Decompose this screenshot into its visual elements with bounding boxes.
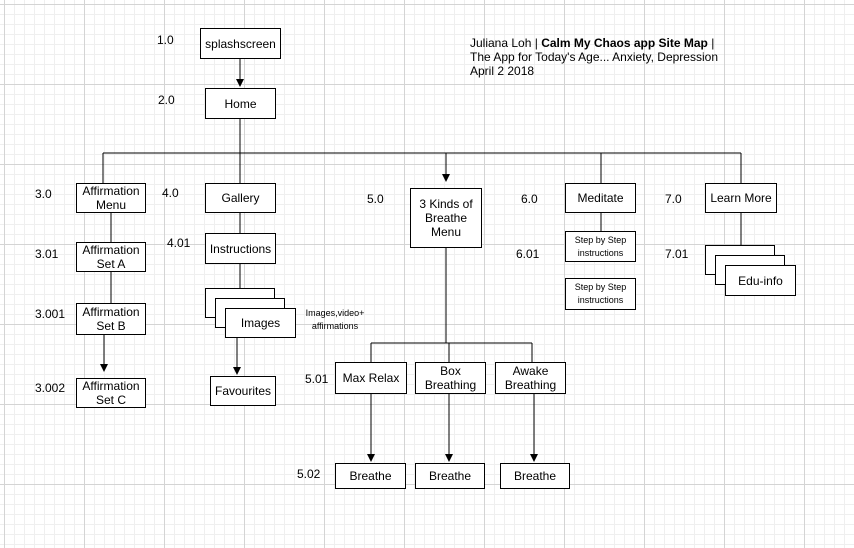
node-step-instructions-2[interactable]: Step by Step instructions xyxy=(565,278,636,310)
node-max-relax[interactable]: Max Relax xyxy=(335,362,407,394)
num-2-0: 2.0 xyxy=(158,93,175,107)
diagram-title: Juliana Loh | Calm My Chaos app Site Map… xyxy=(470,36,718,78)
node-learn-more[interactable]: Learn More xyxy=(705,183,777,213)
node-breathe-awake[interactable]: Breathe xyxy=(500,463,570,489)
num-7-01: 7.01 xyxy=(665,247,689,261)
num-5-01: 5.01 xyxy=(305,372,329,386)
node-images[interactable]: Images xyxy=(225,308,296,338)
node-awake-breathing[interactable]: Awake Breathing xyxy=(495,362,566,394)
node-breathe-box[interactable]: Breathe xyxy=(415,463,485,489)
node-home[interactable]: Home xyxy=(205,88,276,119)
num-5-02: 5.02 xyxy=(297,467,321,481)
node-step-instructions-1[interactable]: Step by Step instructions xyxy=(565,231,636,262)
num-3-01: 3.01 xyxy=(35,247,59,261)
num-4-0: 4.0 xyxy=(162,186,179,200)
node-edu-info[interactable]: Edu-info xyxy=(725,265,796,296)
title-separator: | xyxy=(531,36,542,50)
node-instructions[interactable]: Instructions xyxy=(205,233,276,264)
num-7-0: 7.0 xyxy=(665,192,682,206)
title-separator-end: | xyxy=(707,36,715,50)
node-splashscreen[interactable]: splashscreen xyxy=(200,28,281,59)
title-subtitle: The App for Today's Age... Anxiety, Depr… xyxy=(470,50,718,64)
node-affirmation-set-a[interactable]: Affirmation Set A xyxy=(76,242,146,272)
title-date: April 2 2018 xyxy=(470,64,535,78)
num-5-0: 5.0 xyxy=(367,192,384,206)
title-author: Juliana Loh xyxy=(470,36,532,50)
num-3-0: 3.0 xyxy=(35,187,52,201)
num-4-01: 4.01 xyxy=(167,236,191,250)
title-site-map: Calm My Chaos app Site Map xyxy=(541,36,708,50)
node-box-breathing[interactable]: Box Breathing xyxy=(415,362,486,394)
num-6-0: 6.0 xyxy=(521,192,538,206)
node-affirmation-menu[interactable]: Affirmation Menu xyxy=(76,183,146,213)
node-favourites[interactable]: Favourites xyxy=(210,376,276,406)
node-gallery[interactable]: Gallery xyxy=(205,183,276,213)
node-breathe-menu[interactable]: 3 Kinds of Breathe Menu xyxy=(410,188,482,248)
num-1-0: 1.0 xyxy=(157,33,174,47)
node-breathe-max-relax[interactable]: Breathe xyxy=(335,463,406,489)
num-6-01: 6.01 xyxy=(516,247,540,261)
num-3-001: 3.001 xyxy=(35,307,66,321)
images-note: Images,video+ affirmations xyxy=(305,308,365,331)
num-3-002: 3.002 xyxy=(35,381,66,395)
node-affirmation-set-c[interactable]: Affirmation Set C xyxy=(76,378,146,408)
node-affirmation-set-b[interactable]: Affirmation Set B xyxy=(76,303,146,335)
node-meditate[interactable]: Meditate xyxy=(565,183,636,213)
